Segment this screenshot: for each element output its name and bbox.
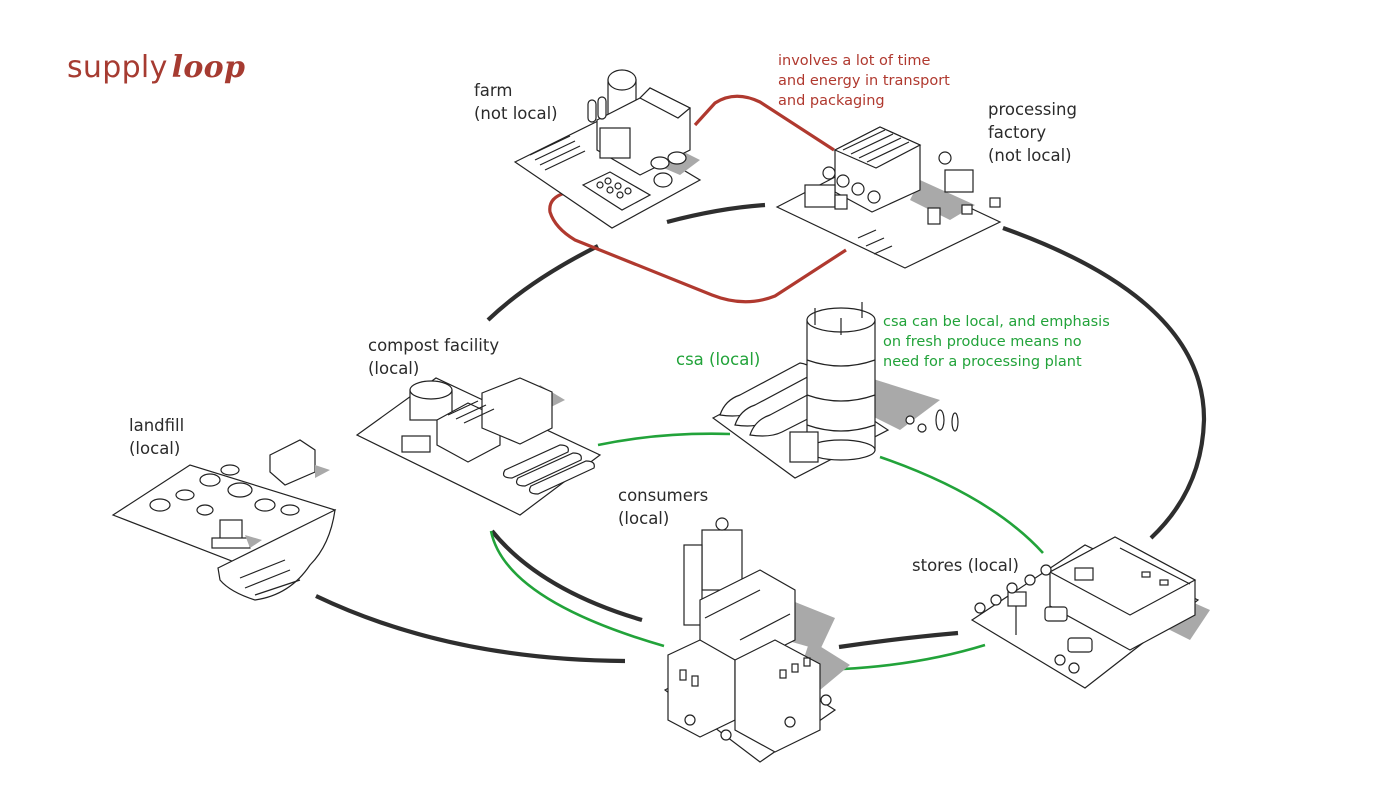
- node-label-consumers: consumers (local): [618, 486, 709, 528]
- global-route-annotation: involves a lot of time and energy in tra…: [778, 53, 950, 109]
- title-emphasis: loop: [171, 50, 246, 85]
- connectors: [315, 94, 1207, 671]
- edge-consumers-to-compost-local: [489, 530, 665, 648]
- compost-plant-illustration: [355, 377, 602, 516]
- farm-illustration: [513, 69, 702, 229]
- node-label-stores: stores (local): [912, 556, 1019, 575]
- factory-illustration: [775, 126, 1002, 269]
- supermarket-illustration: [970, 536, 1210, 689]
- node-label-farm: farm (not local): [474, 81, 558, 123]
- edge-compost-to-csa: [597, 432, 731, 447]
- apartment-block-illustration: [663, 517, 850, 763]
- edge-compost-to-farm: [486, 244, 599, 322]
- node-label-compost-facility: compost facility (local): [368, 336, 500, 378]
- edge-csa-to-stores: [879, 455, 1044, 554]
- node-label-processing-factory: processing factory (not local): [988, 100, 1077, 165]
- edge-consumers-to-landfill: [315, 594, 626, 664]
- landfill-illustration: [111, 439, 337, 601]
- node-label-landfill: landfill (local): [129, 416, 185, 458]
- title-regular: supply: [67, 50, 168, 85]
- vertical-farm-illustration: [711, 302, 959, 479]
- edge-stores-to-consumers-local: [842, 643, 986, 671]
- edge-stores-to-consumers: [838, 630, 959, 650]
- edge-farm-to-factory: [666, 202, 766, 225]
- csa-annotation: csa can be local, and emphasis on fresh …: [883, 314, 1110, 370]
- edge-factory-to-stores: [1002, 226, 1207, 540]
- edge-consumers-to-compost: [490, 529, 643, 623]
- edge-global-route: [548, 94, 847, 304]
- node-label-csa: csa (local): [676, 350, 761, 369]
